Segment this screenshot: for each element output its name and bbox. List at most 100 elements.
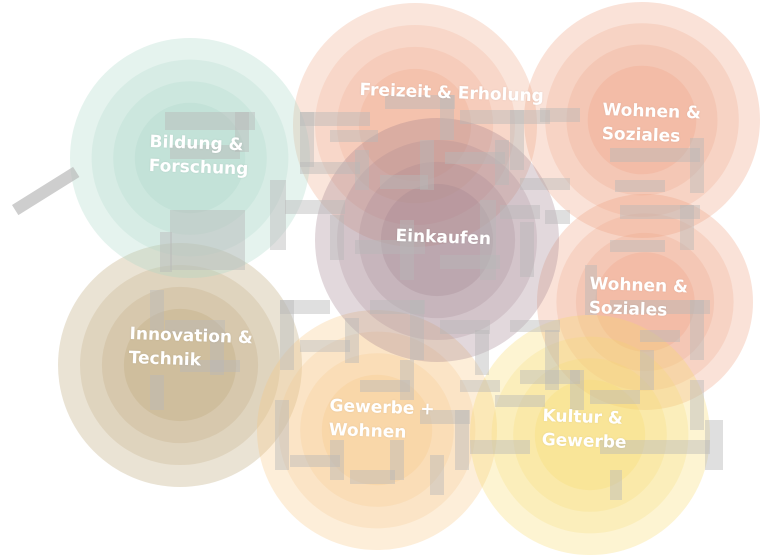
building-footprint [640, 330, 680, 342]
building-footprint [615, 180, 665, 192]
building-footprint [210, 335, 224, 375]
building-footprint [330, 440, 344, 480]
building-footprint [460, 380, 500, 392]
building-footprint [355, 150, 369, 190]
zone-ring [91, 59, 289, 257]
zone-ring [545, 23, 739, 217]
zone-ring [113, 81, 267, 235]
building-footprint [440, 95, 454, 140]
building-footprint [480, 200, 496, 280]
building-footprint [355, 240, 425, 254]
zone-ring [358, 68, 472, 182]
building-footprint [705, 420, 723, 470]
building-footprint [570, 370, 584, 410]
building-footprint [280, 300, 294, 370]
zone-ring [595, 252, 695, 352]
building-footprint [385, 95, 455, 109]
building-footprint [610, 148, 700, 162]
zone-ring [101, 286, 259, 444]
building-footprint [410, 300, 424, 360]
zone-ring [134, 102, 246, 214]
building-footprint [430, 455, 444, 495]
zone-label-kultur-gewerbe: Kultur &Gewerbe [541, 405, 627, 453]
building-footprint [520, 178, 570, 190]
building-footprint [345, 318, 359, 363]
building-footprint [180, 360, 240, 372]
building-footprint [440, 255, 500, 269]
building-footprint [495, 140, 509, 185]
building-footprint [545, 330, 559, 390]
building-footprint [165, 320, 225, 334]
building-footprint [300, 112, 370, 126]
building-footprint [275, 400, 289, 470]
zone-label-innovation-technik: Innovation &Technik [128, 323, 254, 371]
building-footprint [610, 300, 710, 314]
building-footprint [280, 300, 330, 314]
zone-ring [80, 265, 280, 465]
building-footprint [475, 330, 489, 375]
building-footprint [690, 300, 704, 360]
building-footprint [590, 390, 640, 404]
building-footprint [545, 210, 570, 224]
zone-ring [524, 2, 760, 238]
building-footprint [300, 340, 350, 352]
zone-circle-wohnen-soziales-top [524, 2, 760, 238]
zone-circle-einkaufen [315, 118, 559, 362]
building-footprint [440, 320, 490, 334]
building-footprint [610, 240, 665, 252]
building-footprint [470, 440, 530, 454]
zone-ring [321, 374, 433, 486]
building-footprint [150, 290, 164, 330]
building-footprint [600, 440, 710, 454]
building-footprint [270, 180, 286, 250]
zone-ring [293, 3, 537, 247]
zone-ring [70, 38, 310, 278]
zone-circle-bildung-forschung [70, 38, 310, 278]
building-footprint [300, 162, 360, 174]
building-footprint [235, 112, 249, 152]
building-footprint [455, 410, 469, 470]
zone-ring [315, 25, 515, 225]
building-footprint [12, 166, 80, 216]
building-footprint [690, 138, 704, 193]
building-footprint [510, 320, 560, 332]
zone-circle-freizeit-erholung [293, 3, 537, 247]
building-footprint [420, 140, 434, 190]
zone-ring [587, 65, 697, 175]
zone-ring [257, 310, 497, 550]
building-footprint [160, 232, 172, 272]
zone-label-gewerbe-wohnen: Gewerbe +Wohnen [328, 395, 435, 443]
building-footprint [500, 205, 540, 219]
building-footprint [690, 380, 704, 430]
building-footprint [540, 108, 580, 122]
zone-ring [537, 194, 753, 410]
zone-ring [358, 161, 516, 319]
zone-label-einkaufen: Einkaufen [395, 225, 492, 250]
building-footprint [360, 380, 410, 392]
zone-label-wohnen-soziales-top: Wohnen &Soziales [601, 99, 702, 147]
zone-ring [336, 46, 494, 204]
zone-label-wohnen-soziales-right: Wohnen &Soziales [588, 273, 689, 321]
zone-circle-kultur-gewerbe [470, 315, 710, 555]
zone-ring [58, 243, 302, 487]
zone-ring [513, 358, 667, 512]
building-footprint [400, 360, 414, 400]
zone-circle-innovation-technik [58, 243, 302, 487]
building-footprint-tilted [12, 166, 80, 216]
building-footprint [290, 455, 340, 467]
building-footprints [12, 95, 723, 500]
building-footprint [610, 470, 622, 500]
zone-label-bildung-forschung: Bildung &Forschung [148, 131, 249, 180]
building-footprint [510, 110, 524, 170]
building-footprint [640, 350, 654, 390]
building-footprint [520, 222, 534, 277]
zone-ring [123, 308, 237, 422]
zone-ring [556, 213, 734, 391]
zone-ring [534, 379, 646, 491]
building-footprint [390, 440, 404, 480]
zone-ring [575, 232, 715, 372]
building-footprint [460, 110, 550, 124]
building-footprint [165, 112, 255, 130]
building-footprint [620, 205, 700, 219]
building-footprint [150, 375, 164, 410]
